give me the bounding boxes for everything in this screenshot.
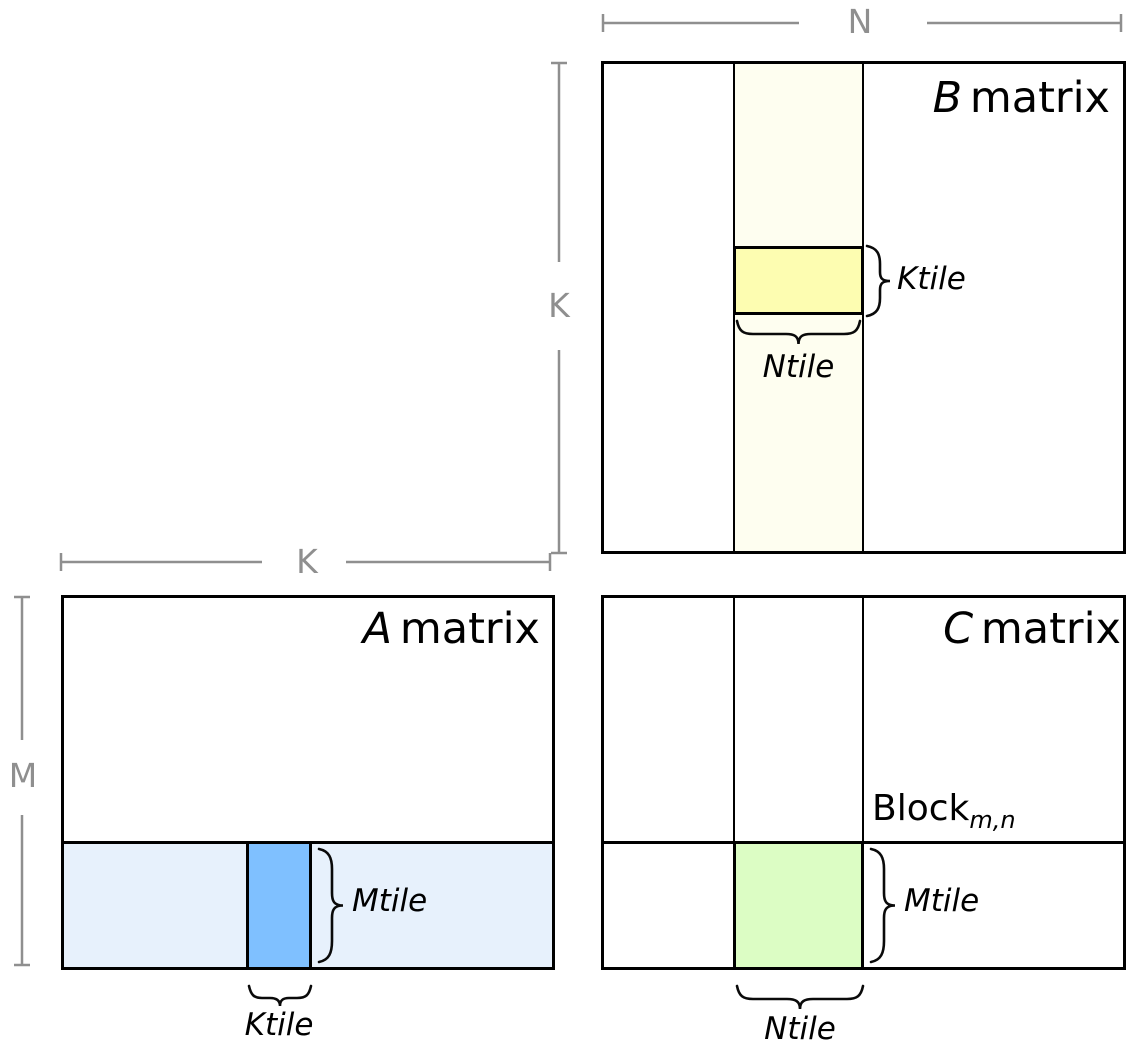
b-matrix-letter: B	[932, 73, 963, 123]
c-ntile-brace	[735, 984, 865, 1010]
a-mtile-label: Mtile	[352, 883, 428, 919]
c-block-subscript: m,n	[969, 806, 1016, 834]
k-dimension-label-horizontal: K	[296, 542, 318, 581]
c-block-label: Blockm,n	[872, 788, 1016, 834]
a-matrix-word: matrix	[399, 604, 540, 654]
b-ntile-label: Ntile	[762, 349, 835, 385]
b-matrix-ktile-ntile-tile	[733, 246, 864, 315]
a-ktile-brace	[247, 984, 313, 1007]
a-ktile-label: Ktile	[244, 1007, 314, 1043]
c-mtile-label: Mtile	[904, 883, 980, 919]
c-matrix-block-tile	[733, 841, 864, 970]
c-matrix-column-line-left	[733, 598, 735, 841]
c-ntile-label: Ntile	[764, 1011, 836, 1047]
m-dimension-label: M	[8, 756, 38, 795]
b-matrix-word: matrix	[969, 73, 1110, 123]
n-dimension-label: N	[847, 2, 873, 41]
c-matrix-column-line-right	[862, 598, 864, 841]
c-block-base: Block	[872, 788, 970, 829]
a-matrix-letter: A	[362, 604, 393, 654]
b-ktile-label: Ktile	[897, 261, 966, 297]
k-dimension-label-vertical: K	[548, 286, 570, 325]
c-matrix-word: matrix	[980, 604, 1121, 654]
c-matrix-letter: C	[943, 604, 974, 654]
a-matrix-mtile-ktile-tile	[246, 841, 312, 970]
